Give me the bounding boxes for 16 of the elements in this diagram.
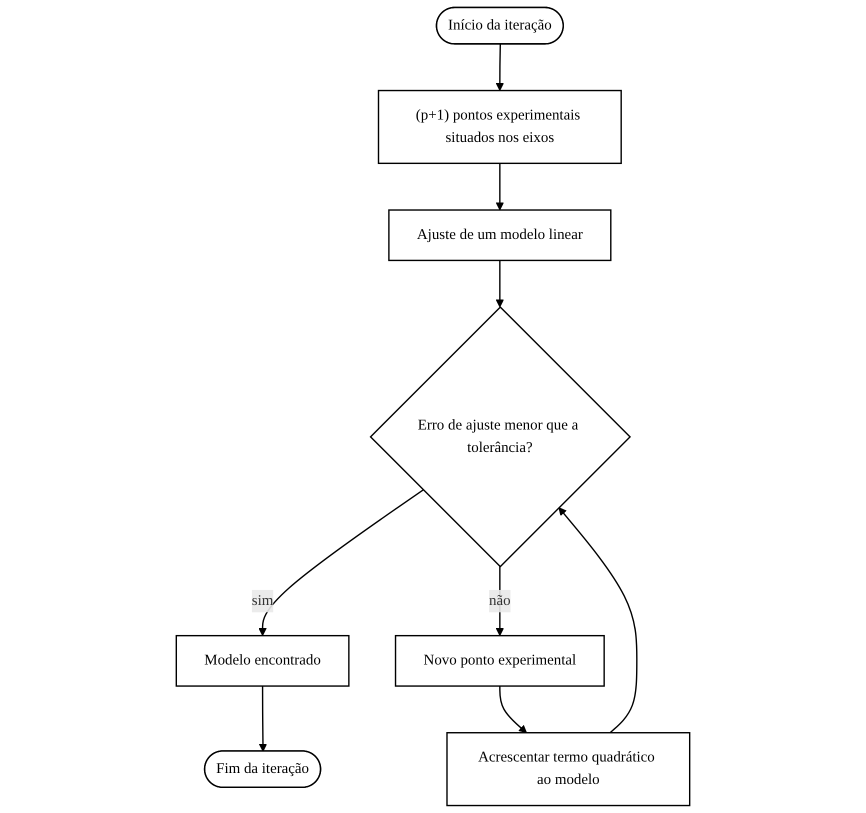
node-box: Acrescentar termo quadrático ao modelo: [446, 732, 690, 806]
arrow: [258, 686, 268, 752]
edge-label: sim: [252, 592, 274, 609]
arrow: [496, 260, 504, 308]
node-box: Modelo encontrado: [176, 634, 350, 687]
arrow: [258, 489, 424, 636]
node-diamond: Erro de ajuste menor que a tolerância?: [370, 306, 632, 568]
arrow: [496, 163, 504, 210]
node-box: (p+1) pontos experimentais situados nos eixos: [378, 90, 622, 164]
arrow: [499, 686, 527, 734]
edge-label: não: [489, 592, 511, 609]
node-box: Ajuste de um modelo linear: [388, 209, 612, 262]
arrow: [496, 566, 504, 636]
node-box: Novo ponto experimental: [394, 634, 605, 687]
arrow: [558, 507, 638, 734]
arrow: [496, 44, 504, 91]
